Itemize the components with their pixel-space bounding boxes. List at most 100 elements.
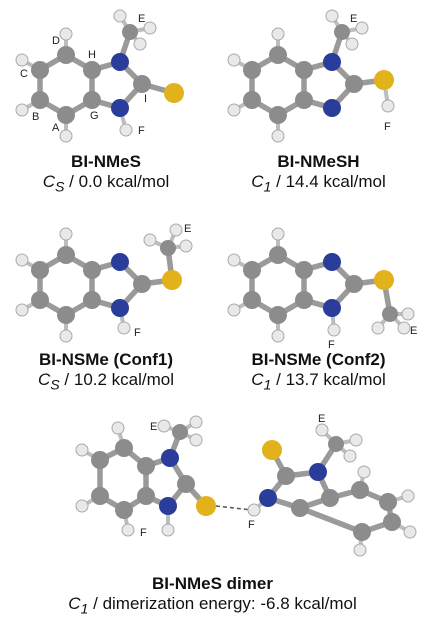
hydrogen-atom [59, 329, 73, 343]
carbon-atom [334, 24, 350, 40]
atoms [15, 9, 184, 143]
dimerization-energy: / dimerization energy: -6.8 kcal/mol [88, 594, 357, 613]
hydrogen-atom [403, 525, 417, 539]
carbon-atom [291, 499, 309, 517]
atom-label-g: G [90, 110, 99, 122]
hydrogen-atom [157, 419, 171, 433]
panel-bi-nmesh: E F BI-NMeSH C1 / 14.4 kcal/mol [212, 0, 425, 200]
hydrogen-atom [189, 433, 203, 447]
atom-label-e: E [138, 13, 145, 25]
carbon-atom [137, 487, 155, 505]
molecule-name: BI-NMeS [71, 152, 141, 171]
atom-labels: E F [350, 13, 391, 133]
hydrogen-atom [247, 503, 261, 517]
relative-energy: / 14.4 kcal/mol [271, 172, 386, 191]
point-group-subscript: S [50, 377, 60, 394]
hydrogen-atom [397, 321, 411, 335]
carbon-atom [91, 451, 109, 469]
molecule-bi-nmes: A B C D E F G H I [15, 9, 184, 143]
carbon-atom [328, 436, 344, 452]
carbon-atom [295, 91, 313, 109]
atom-labels: E F E F [140, 413, 325, 539]
hydrogen-atom [121, 523, 135, 537]
hydrogen-atom [75, 443, 89, 457]
hydrogen-atom [161, 523, 175, 537]
hydrogen-atom [119, 123, 133, 137]
nitrogen-atom [323, 99, 341, 117]
sulfur-atom [164, 83, 184, 103]
atom-label-e: E [410, 325, 417, 337]
carbon-atom [172, 424, 188, 440]
carbon-atom [31, 291, 49, 309]
hydrogen-atom [357, 465, 371, 479]
hydrogen-atom [15, 53, 29, 67]
hydrogen-atom [227, 103, 241, 117]
carbon-atom [243, 291, 261, 309]
carbon-atom [31, 61, 49, 79]
atoms [15, 223, 193, 343]
relative-energy: / 10.2 kcal/mol [59, 370, 175, 389]
hydrogen-atom [227, 303, 241, 317]
carbon-atom [31, 91, 49, 109]
point-group: C [251, 172, 264, 191]
carbon-atom [133, 75, 151, 93]
molecule-energy: CS / 10.2 kcal/mol [0, 370, 212, 395]
hydrogen-atom [143, 233, 157, 247]
nitrogen-atom [111, 53, 129, 71]
hydrogen-atom [401, 307, 415, 321]
hydrogen-atom [271, 227, 285, 241]
point-group-subscript: 1 [80, 601, 89, 618]
carbon-atom [91, 487, 109, 505]
sulfur-atom [262, 440, 282, 460]
nitrogen-atom [111, 299, 129, 317]
molecule-energy: C1 / dimerization energy: -6.8 kcal/mol [0, 594, 425, 619]
carbon-atom [83, 291, 101, 309]
atom-label-f: F [138, 125, 145, 137]
carbon-atom [57, 306, 75, 324]
atom-label-e-second: E [318, 413, 325, 425]
atom-label-d: D [52, 35, 60, 47]
carbon-atom [345, 275, 363, 293]
hydrogen-atom [133, 37, 147, 51]
molecule-bi-nsme-conf1: E F [15, 223, 193, 343]
point-group-subscript: S [54, 179, 65, 196]
hydrogen-atom [327, 323, 341, 337]
hydrogen-atom [401, 489, 415, 503]
carbon-atom [122, 24, 138, 40]
carbon-atom [137, 457, 155, 475]
hydrogen-atom [343, 449, 357, 463]
sulfur-atom [374, 70, 394, 90]
relative-energy: / 0.0 kcal/mol [64, 172, 170, 191]
carbon-atom [57, 106, 75, 124]
carbon-atom [269, 246, 287, 264]
molecule-name: BI-NMeS dimer [152, 574, 273, 593]
carbon-atom [160, 240, 176, 256]
hydrogen-atom [353, 543, 367, 557]
nitrogen-atom [323, 253, 341, 271]
atoms [227, 9, 395, 143]
carbon-atom [57, 46, 75, 64]
atoms [227, 227, 415, 343]
hydrogen-atom [381, 99, 395, 113]
nitrogen-atom [111, 253, 129, 271]
carbon-atom [83, 61, 101, 79]
point-group-subscript: 1 [263, 377, 272, 394]
carbon-atom [31, 261, 49, 279]
panel-bi-nsme-conf1: E F BI-NSMe (Conf1) CS / 10.2 kcal/mol [0, 210, 212, 400]
atom-label-i: I [144, 93, 147, 105]
hydrogen-atom [113, 9, 127, 23]
carbon-atom [269, 46, 287, 64]
carbon-atom [295, 61, 313, 79]
atom-label-f-second: F [248, 519, 255, 531]
atom-labels: A B C D E F G H I [20, 13, 147, 137]
carbon-atom [243, 261, 261, 279]
hydrogen-atom [169, 223, 183, 237]
hydrogen-atom [75, 499, 89, 513]
hydrogen-atom [349, 433, 363, 447]
hydrogen-atom [179, 239, 193, 253]
atom-label-f: F [140, 527, 147, 539]
hydrogen-atom [189, 415, 203, 429]
hydrogen-atom [15, 303, 29, 317]
hydrogen-atom [143, 21, 157, 35]
hydrogen-atom [117, 321, 131, 335]
